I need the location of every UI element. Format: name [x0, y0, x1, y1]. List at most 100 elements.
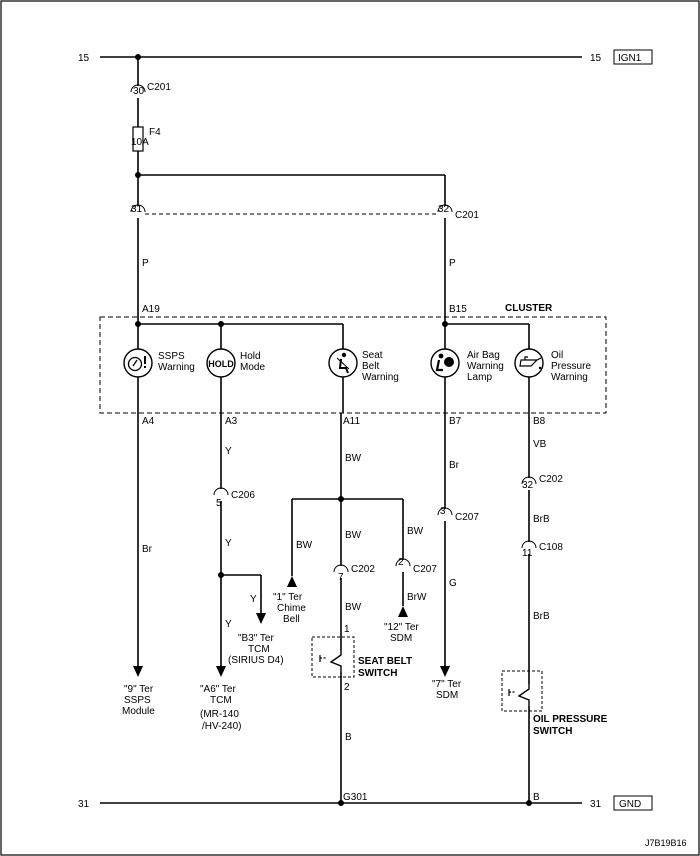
- fuse-name: F4: [149, 127, 161, 138]
- pin-a3: A3: [225, 416, 238, 427]
- wire-vb: VB: [533, 439, 547, 450]
- pin-a4: A4: [142, 416, 155, 427]
- chime-dest-1: "1" Ter: [273, 592, 303, 603]
- rail-bottom-right-label: 31: [590, 799, 602, 810]
- wire-bw-2: BW: [296, 540, 313, 551]
- seat-label-2: Belt: [362, 361, 379, 372]
- air-bag-branch: Br 3 C207 G "7" Ter SDM: [432, 413, 479, 701]
- gnd-tag: GND: [619, 799, 641, 810]
- cluster-block: CLUSTER A19 B15 SSPS Warning HOLD Hold M: [99, 303, 607, 427]
- c202-mid-connector: [333, 564, 349, 573]
- sdm12-dest-1: "12" Ter: [384, 622, 419, 633]
- c207-left-pin: 2: [398, 557, 404, 568]
- ssps-dest-2: SSPS: [124, 695, 151, 706]
- c202-right-connector: [521, 476, 537, 485]
- c207-left-connector: [395, 558, 411, 567]
- rail-top-left-label: 15: [78, 53, 90, 64]
- cluster-title: CLUSTER: [505, 303, 553, 314]
- ssps-label-2: Warning: [158, 362, 195, 373]
- seat-belt-branch: BW BW "1" Ter Chime Bell BW BW 2 C207 Br…: [273, 413, 437, 803]
- hold-mode-icon: HOLD: [206, 348, 236, 378]
- ground-rail: G301 B 31 31 GND: [78, 792, 653, 811]
- ssps-dest-3: Module: [122, 706, 155, 717]
- p-wires: P P: [137, 218, 456, 324]
- wire-bw-4: BW: [407, 526, 424, 537]
- c206-pin: 5: [216, 498, 222, 509]
- pin-a19: A19: [142, 304, 160, 315]
- wire-p-left: P: [142, 258, 149, 269]
- rail-bottom-left-label: 31: [78, 799, 90, 810]
- wire-b-bottom: B: [345, 732, 352, 743]
- wire-y-2: Y: [225, 538, 232, 549]
- airbag-label-2: Warning: [467, 361, 504, 372]
- sdm7-dest-1: "7" Ter: [432, 679, 462, 690]
- c201-connector-top: [130, 84, 146, 93]
- wire-brb-1: BrB: [533, 514, 550, 525]
- c201-mid-connector: 31 32 C201: [130, 204, 479, 221]
- seat-switch-label-2: SWITCH: [358, 668, 397, 679]
- ground-g301-label: G301: [343, 792, 368, 803]
- wire-br-left: Br: [142, 544, 153, 555]
- a6-dest-3: (MR-140: [200, 709, 239, 720]
- wire-bw-5: BW: [345, 602, 362, 613]
- c202-right-pin: 32: [522, 480, 534, 491]
- c201-mid-label: C201: [455, 210, 479, 221]
- c108-pin: 11: [522, 548, 533, 559]
- pin-b8: B8: [533, 416, 546, 427]
- c201-right-pin: 32: [438, 204, 450, 215]
- hold-icon-text: HOLD: [208, 359, 234, 369]
- wire-br-mid: Br: [449, 460, 460, 471]
- ground-b-label: B: [533, 792, 540, 803]
- rail-top-right-label: 15: [590, 53, 602, 64]
- ign1-rail: 15 15 IGN1: [78, 49, 653, 65]
- oil-pressure-switch-icon: [501, 670, 543, 712]
- main-feed: 30 C201 F4 10A: [130, 57, 446, 206]
- c207-right-pin: 3: [440, 506, 446, 517]
- a6-dest-4: /HV-240): [202, 721, 241, 732]
- wire-bw-1: BW: [345, 453, 362, 464]
- wire-g: G: [449, 578, 457, 589]
- seat-belt-switch-icon: [311, 636, 355, 678]
- oil-label-1: Oil: [551, 350, 563, 361]
- fuse-rating: 10A: [131, 137, 149, 148]
- b3-dest-3: (SIRIUS D4): [228, 655, 284, 666]
- oil-switch-label-1: OIL PRESSURE: [533, 714, 608, 725]
- chime-dest-2: Chime: [277, 603, 306, 614]
- seat-belt-warning-icon: [328, 348, 358, 378]
- oil-label-3: Warning: [551, 372, 588, 383]
- wire-y-4: Y: [225, 619, 232, 630]
- a6-dest-1: "A6" Ter: [200, 684, 236, 695]
- a6-dest-2: TCM: [210, 695, 232, 706]
- ssps-label-1: SSPS: [158, 351, 185, 362]
- seat-switch-pin-1: 1: [344, 624, 350, 635]
- c207-right-connector: [437, 507, 453, 516]
- wire-p-right: P: [449, 258, 456, 269]
- wire-y-1: Y: [225, 446, 232, 457]
- sdm12-dest-2: SDM: [390, 633, 412, 644]
- seat-switch-label-1: SEAT BELT: [358, 656, 412, 667]
- c207-right-label: C207: [455, 512, 479, 523]
- pin-a11: A11: [343, 416, 360, 427]
- oil-pressure-branch: VB 32 C202 BrB 11 C108 BrB OIL PRESSURE …: [501, 413, 608, 803]
- diagram-code: J7B19B16: [645, 838, 687, 848]
- b3-dest-2: TCM: [248, 644, 270, 655]
- oil-label-2: Pressure: [551, 361, 591, 372]
- airbag-label-1: Air Bag: [467, 350, 500, 361]
- wire-brw: BrW: [407, 592, 427, 603]
- hold-label-2: Mode: [240, 362, 265, 373]
- wire-bw-3: BW: [345, 530, 362, 541]
- b3-dest-1: "B3" Ter: [238, 633, 274, 644]
- hold-label-1: Hold: [240, 351, 261, 362]
- c207-left-label: C207: [413, 564, 437, 575]
- wire-brb-2: BrB: [533, 611, 550, 622]
- seat-label-1: Seat: [362, 350, 383, 361]
- c202-mid-label: C202: [351, 564, 375, 575]
- ssps-warning-icon: [123, 348, 153, 378]
- seat-label-3: Warning: [362, 372, 399, 383]
- cluster-outline: [99, 316, 607, 414]
- c201-top-pin: 30: [133, 86, 145, 97]
- oil-switch-label-2: SWITCH: [533, 726, 572, 737]
- seat-switch-pin-2: 2: [344, 682, 350, 693]
- oil-pressure-warning-icon: [514, 348, 544, 378]
